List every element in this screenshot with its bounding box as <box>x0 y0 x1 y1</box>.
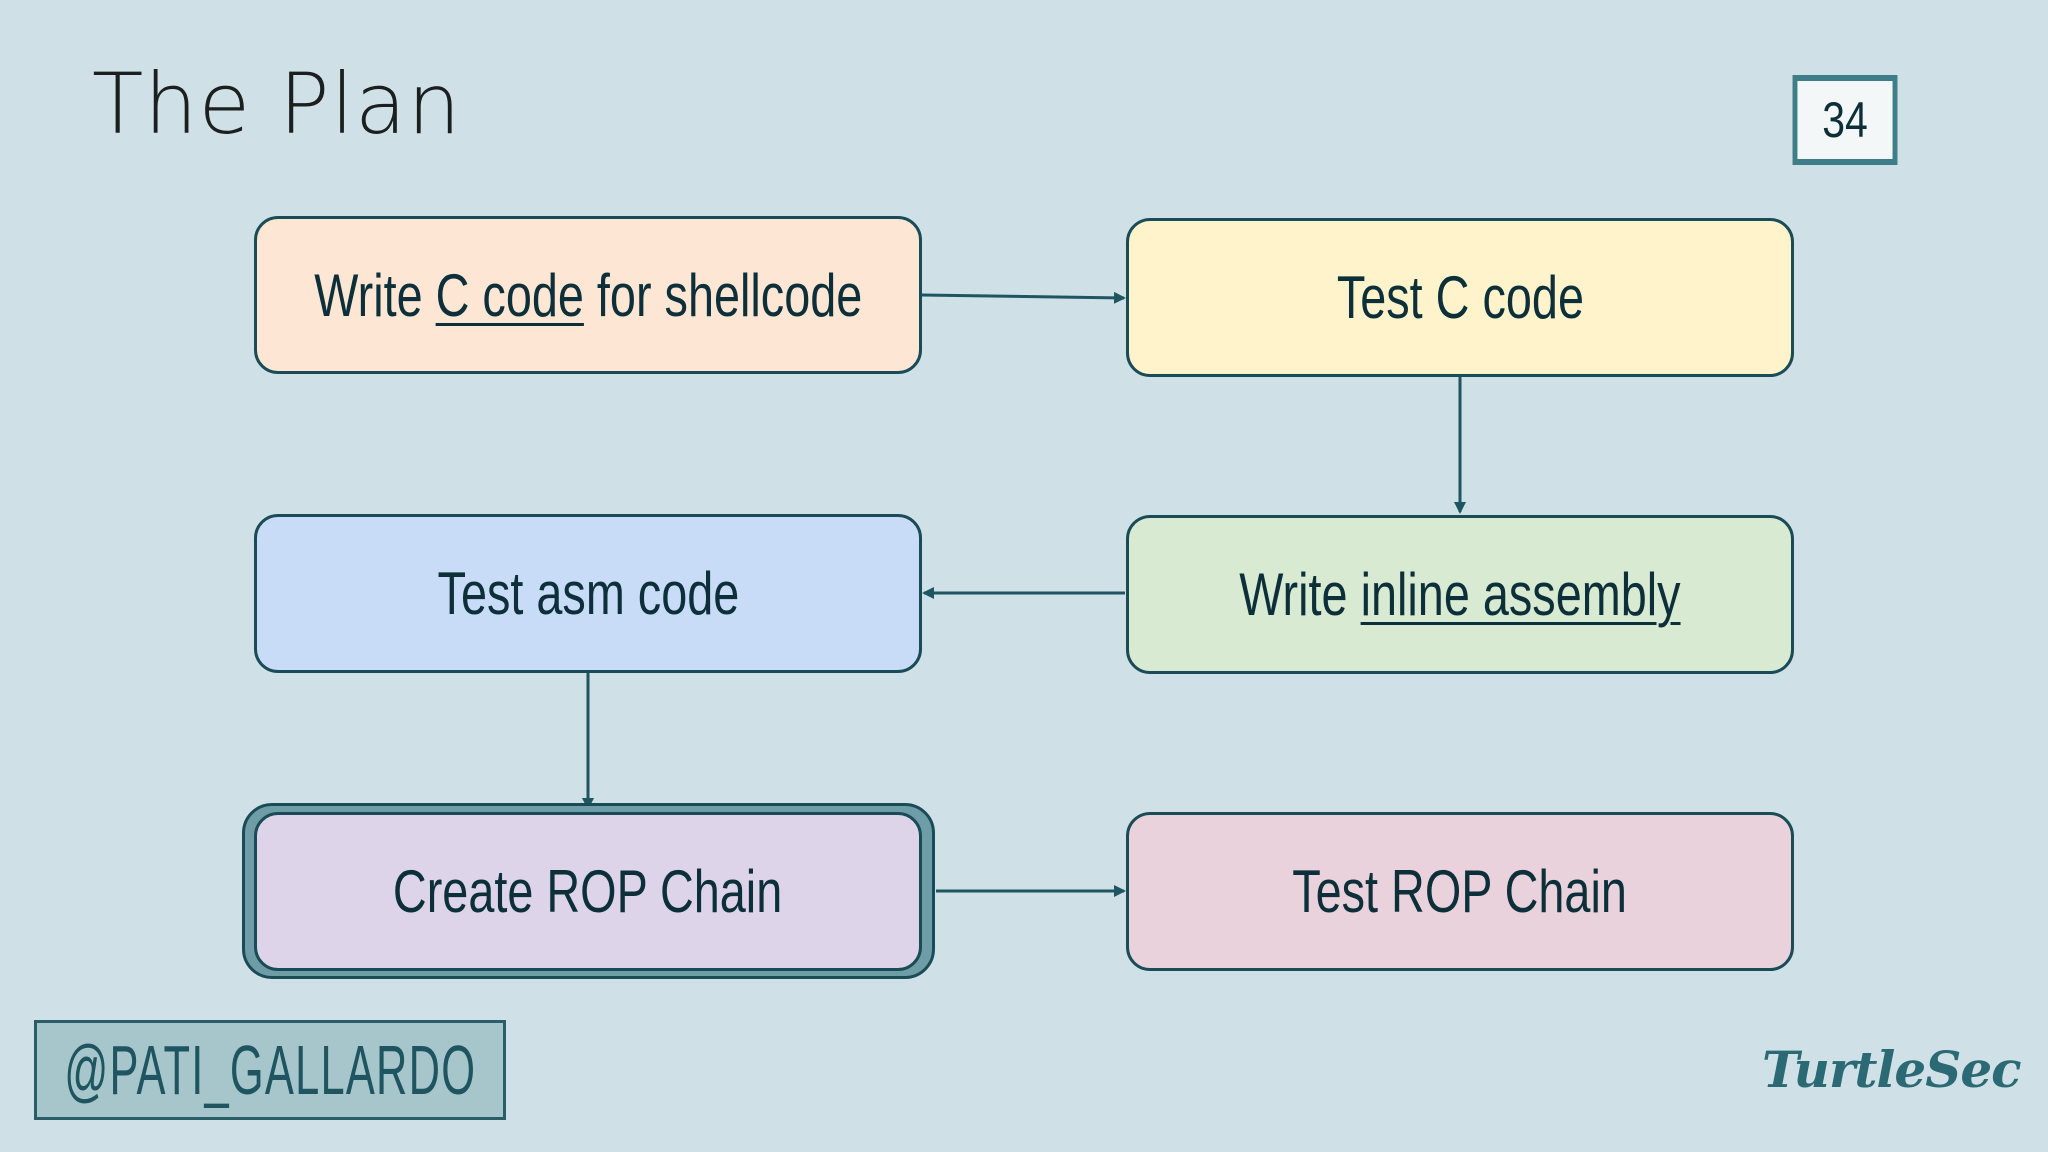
node-label: Write inline assembly <box>1239 560 1680 629</box>
node-label-link: inline assembly <box>1360 561 1681 628</box>
node-label: Write C code for shellcode <box>314 261 862 330</box>
node-label-text: Write <box>314 261 436 329</box>
node-label-text: Test C code <box>1336 264 1584 331</box>
node-create-rop-chain: Create ROP Chain <box>254 812 922 971</box>
node-label-text: Write <box>1239 561 1361 628</box>
page-number: 34 <box>1822 92 1868 148</box>
node-label: Create ROP Chain <box>393 857 782 926</box>
page-number-badge: 34 <box>1792 75 1898 165</box>
node-label: Test asm code <box>437 559 739 628</box>
node-write-inline-assembly: Write inline assembly <box>1126 515 1794 674</box>
node-label-text: for shellcode <box>583 261 862 329</box>
node-test-asm-code: Test asm code <box>254 514 922 673</box>
node-test-rop-chain: Test ROP Chain <box>1126 812 1794 971</box>
node-label-text: Create ROP Chain <box>393 858 783 925</box>
node-label-link: C code <box>435 261 584 329</box>
author-handle: @PATI_GALLARDO <box>64 1031 476 1109</box>
node-label-text: Test asm code <box>437 560 739 627</box>
brand-logo: TurtleSec <box>1762 1040 2022 1099</box>
node-test-c-code: Test C code <box>1126 218 1794 377</box>
edge-write-c-to-test-c <box>921 291 1126 304</box>
node-label: Test C code <box>1336 263 1583 332</box>
slide-title: The Plan <box>92 55 462 153</box>
node-label: Test ROP Chain <box>1293 857 1628 926</box>
author-handle-box: @PATI_GALLARDO <box>34 1020 506 1120</box>
node-write-c-code: Write C code for shellcode <box>254 216 922 374</box>
node-label-text: Test ROP Chain <box>1292 858 1628 925</box>
